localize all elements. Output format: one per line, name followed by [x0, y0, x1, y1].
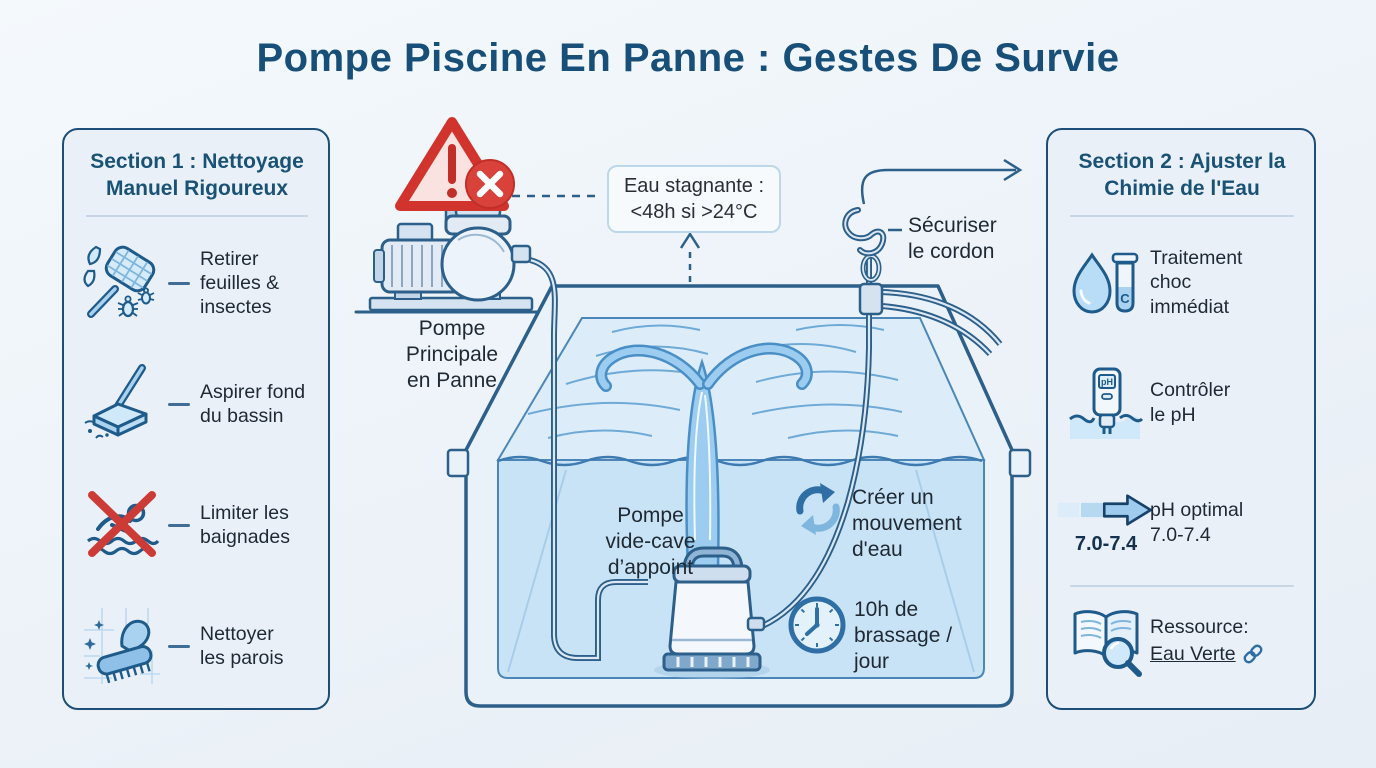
section2-title: Section 2 : Ajuster la Chimie de l'Eau: [1078, 150, 1286, 201]
divider: [86, 214, 308, 217]
list-item: Retirer feuilles & insectes: [78, 223, 316, 344]
pool-vacuum-icon: [78, 364, 166, 444]
ph-scale-value: 7.0-7.4: [1074, 532, 1138, 555]
clock-icon: [786, 594, 848, 661]
divider: [1070, 584, 1294, 587]
annotation-arrows: [512, 158, 1023, 282]
item-label: Traitement choc immédiat: [1150, 247, 1243, 318]
book-magnifier-icon: [1062, 601, 1150, 681]
list-item: C Traitement choc immédiat: [1062, 223, 1302, 343]
item-label: Aspirer fond du bassin: [200, 380, 306, 428]
item-label: Nettoyer les parois: [200, 622, 284, 670]
warning-triangle-icon: [395, 117, 515, 211]
error-x-badge-icon: [465, 159, 515, 209]
dash-connector: [168, 644, 190, 648]
page-title: Pompe Piscine En Panne : Gestes De Survi…: [256, 36, 1120, 80]
skimmer-net-icon: [78, 243, 166, 323]
list-item: pH Contrôler le pH: [1062, 343, 1302, 463]
fountain-spray: [595, 342, 813, 577]
item-label: Limiter les baignades: [200, 501, 290, 549]
divider: [1070, 214, 1294, 217]
no-swimming-icon: [78, 485, 166, 565]
ph-scale-arrow-icon: 7.0-7.4: [1057, 490, 1152, 556]
section1-panel: Section 1 : Nettoyage Manuel Rigoureux: [62, 128, 330, 710]
svg-text:pH: pH: [1101, 377, 1113, 387]
movement-label: Créer un mouvement d'eau: [852, 486, 962, 562]
list-item: Nettoyer les parois: [78, 586, 316, 707]
item-label: Retirer feuilles & insectes: [200, 247, 280, 319]
item-label: Contrôler le pH: [1150, 379, 1231, 426]
main-pump-label: Pompe Principale en Panne: [405, 317, 499, 393]
item-label: pH optimal 7.0-7.4: [1150, 499, 1244, 546]
water-cycle-icon: [786, 477, 850, 546]
eau-verte-link[interactable]: Eau Verte: [1150, 642, 1236, 665]
list-item: Ressource: Eau Verte: [1062, 593, 1302, 689]
stagnant-water-note: Eau stagnante : <48h si >24°C: [607, 165, 781, 233]
sump-pump: [654, 546, 770, 679]
section2-panel: Section 2 : Ajuster la Chimie de l'Eau C…: [1046, 128, 1316, 710]
dash-connector: [168, 281, 190, 285]
list-item: 7.0-7.4 pH optimal 7.0-7.4: [1057, 463, 1302, 583]
list-item: Limiter les baignades: [78, 465, 316, 586]
main-pump: [368, 190, 534, 312]
link-icon: [1243, 644, 1263, 664]
mixing-label: 10h de brassage / jour: [854, 598, 953, 674]
list-item: Aspirer fond du bassin: [78, 344, 316, 465]
svg-text:C: C: [1120, 291, 1130, 306]
shock-treatment-icon: C: [1062, 243, 1150, 323]
section1-title: Section 1 : Nettoyage Manuel Rigoureux: [90, 150, 304, 201]
dash-connector: [168, 523, 190, 527]
ph-meter-icon: pH: [1062, 363, 1150, 443]
resource-title: Ressource:: [1150, 616, 1249, 639]
dash-connector: [168, 402, 190, 406]
sump-pump-label: Pompe vide-cave d’appoint: [605, 504, 696, 580]
cord-label: Sécuriser le cordon: [908, 214, 997, 264]
resource-label: Ressource: Eau Verte: [1150, 591, 1264, 691]
power-cables: [529, 252, 1003, 661]
cord-hook-icon: [842, 207, 887, 316]
wall-brush-icon: [78, 606, 166, 686]
